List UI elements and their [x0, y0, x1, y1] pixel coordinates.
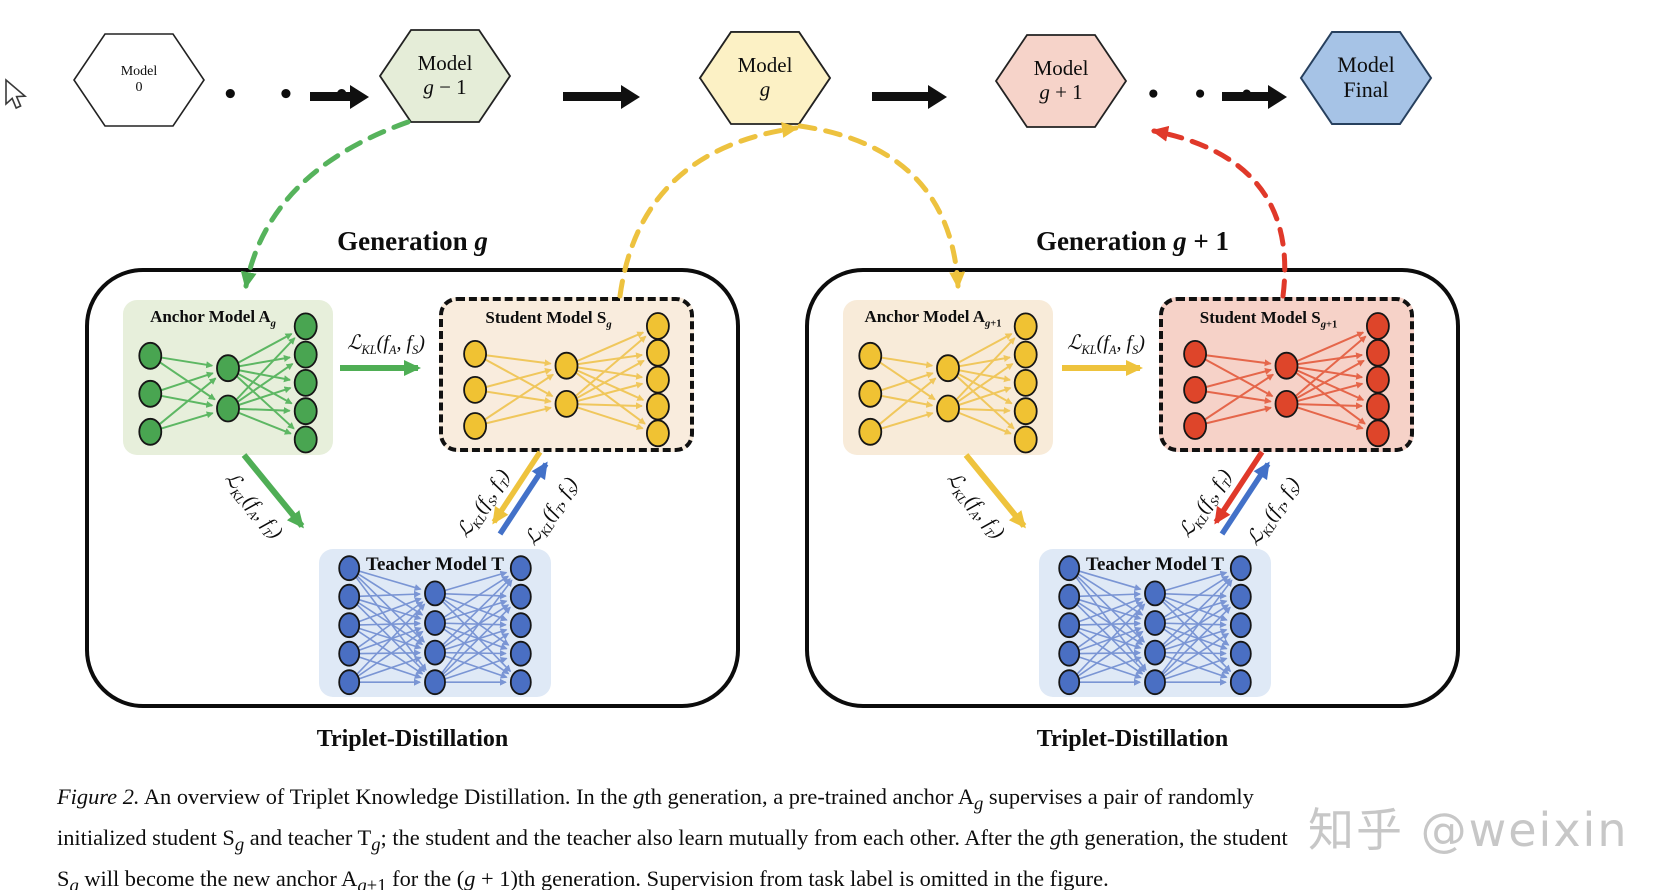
hexagon-label-line2: Final: [1343, 77, 1389, 102]
hexagon-shape: [1299, 31, 1433, 125]
hexagon-label-line2: g: [759, 77, 771, 101]
triplet-distillation-label-g+1: Triplet-Distillation: [1036, 726, 1229, 752]
student-model-box-g: Student Model Sg: [439, 297, 694, 452]
student-network-diagram: [463, 312, 670, 448]
generation-g+1-box: Anchor Model Ag+1 Student Model Sg+1 Tea…: [805, 268, 1460, 708]
hexagon-model-0: Model 0: [72, 32, 206, 128]
anchor-model-box-g+1: Anchor Model Ag+1: [843, 300, 1053, 455]
loss-label-anchor-student-g+1: ℒKL(fA, fS): [1067, 332, 1145, 357]
mouse-cursor-icon: [5, 78, 28, 110]
hexagon-fill: [1299, 31, 1433, 125]
flow-arrow: [563, 92, 621, 101]
hexagon-label-line2: g − 1: [423, 75, 467, 99]
hexagon-label-line2: 0: [135, 80, 143, 95]
figure-caption: Figure 2. An overview of Triplet Knowled…: [57, 780, 1642, 890]
anchor-model-box-g: Anchor Model Ag: [123, 300, 333, 455]
student-model-label: Student Model Sg: [485, 308, 612, 331]
teacher-network-diagram: [1058, 555, 1252, 696]
loss-label-anchor-student-g: ℒKL(fA, fS): [347, 332, 425, 357]
caption-line: Sg will become the new anchor Ag+1 for t…: [57, 866, 1109, 890]
hexagon-shape: [73, 33, 205, 127]
hexagon-label: Model g: [698, 30, 832, 126]
teacher-model-box-g: Teacher Model T: [319, 549, 551, 697]
flow-arrow: [310, 92, 350, 101]
hexagon-model-g: Model g: [698, 30, 832, 126]
hexagon-label-line1: Model: [737, 53, 793, 78]
triplet-distillation-label-g: Triplet-Distillation: [316, 726, 509, 752]
hexagon-shape: [698, 31, 832, 126]
hexagon-shape: [994, 34, 1128, 128]
anchor-model-label: Anchor Model Ag+1: [864, 307, 1002, 330]
hexagon-label-line1: Model: [417, 51, 473, 76]
flow-arrow: [1222, 92, 1268, 101]
generation-g-box: Anchor Model Ag Student Model Sg Teacher…: [85, 268, 740, 708]
student-network-diagram: [1183, 312, 1390, 448]
hexagon-model-g-1: Model g − 1: [378, 28, 512, 124]
teacher-model-label: Teacher Model T: [1086, 554, 1224, 575]
anchor-network-diagram: [858, 312, 1038, 454]
flow-arrow: [872, 92, 928, 101]
hexagon-fill: [994, 34, 1128, 128]
hexagon-shape: [378, 29, 512, 123]
hexagon-label-line1: Model: [1033, 56, 1089, 81]
anchor-model-label: Anchor Model Ag: [150, 307, 276, 330]
hexagon-model-g+1: Model g + 1: [994, 33, 1128, 129]
dashed-arrow-model-g-to-anchor-g+1: [797, 123, 966, 289]
teacher-network-diagram: [338, 555, 532, 696]
dashed-arrow-model-g-1-to-anchor: [240, 119, 411, 289]
hexagon-model-final: Model Final: [1299, 30, 1433, 126]
caption-line: Figure 2. An overview of Triplet Knowled…: [57, 784, 1254, 815]
student-model-label: Student Model Sg+1: [1199, 308, 1338, 331]
teacher-model-label: Teacher Model T: [366, 554, 504, 575]
hexagon-label: Model 0: [72, 32, 206, 128]
hexagon-label: Model g + 1: [994, 33, 1128, 129]
hexagon-label-line2: g + 1: [1039, 80, 1083, 104]
hexagon-fill: [73, 33, 205, 127]
teacher-model-box-g+1: Teacher Model T: [1039, 549, 1271, 697]
student-model-box-g+1: Student Model Sg+1: [1159, 297, 1414, 452]
hexagon-label-line1: Model: [120, 64, 158, 80]
caption-line: initialized student Sg and teacher Tg; t…: [57, 825, 1288, 856]
generation-g+1-title: Generation g + 1: [1035, 226, 1230, 256]
anchor-network-diagram: [138, 312, 318, 454]
hexagon-label-line1: Model: [1337, 52, 1395, 78]
hexagon-label: Model Final: [1299, 30, 1433, 126]
generation-g-title: Generation g: [337, 226, 488, 256]
hexagon-label: Model g − 1: [378, 28, 512, 124]
hexagon-fill: [378, 29, 512, 123]
